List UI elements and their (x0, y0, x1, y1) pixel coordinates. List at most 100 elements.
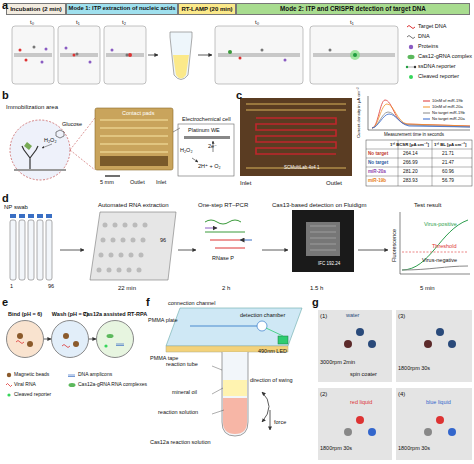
results-table-grid (366, 140, 472, 186)
annotation: 22 min (118, 285, 136, 291)
spin-chip-photos (448, 428, 456, 436)
chip-photo (240, 98, 352, 176)
annotation: Fluorescence (392, 229, 398, 262)
covid-workflow (402, 252, 468, 253)
swing-chip-schematic (190, 325, 260, 326)
itp-chip-schematic (310, 26, 398, 84)
spin-chip-photos (318, 310, 472, 460)
annotation: t₁ (76, 19, 80, 25)
itp-chip-schematic (14, 53, 144, 57)
itp-chip-schematic (73, 54, 76, 57)
annotation: 2H⁺ + O₂ (198, 164, 221, 170)
spin-chip-photos (344, 428, 432, 436)
legend-symbols (407, 67, 415, 68)
covid-workflow (113, 223, 118, 228)
itp-chip-schematic (128, 53, 132, 57)
swing-chip-schematic (266, 328, 283, 336)
covid-workflow (10, 210, 470, 280)
covid-workflow (123, 223, 128, 228)
covid-workflow (129, 253, 134, 258)
annotation: Outlet (326, 180, 342, 186)
panel-letter: d (2, 193, 9, 204)
annotation: t₀ (30, 19, 34, 25)
annotation: PMMA plate (148, 318, 178, 324)
itp-chip-schematic (89, 61, 92, 64)
chip-photo (246, 104, 346, 168)
stage-band: RT-LAMP (20 min) (178, 3, 236, 15)
legend-entry: Proteins (418, 44, 438, 50)
panel-letter: a (2, 0, 8, 11)
covid-workflow (97, 223, 148, 273)
covid-workflow (19, 220, 25, 280)
annotation: miR-19b (368, 179, 386, 184)
panel-letter: g (312, 297, 319, 308)
swing-chip-schematic (278, 336, 288, 344)
swing-chip-schematic (222, 352, 248, 436)
covid-workflow (205, 220, 245, 232)
annotation: Virus-positive (424, 222, 457, 228)
step-circle: Cas12a assisted RT-RPA (96, 320, 134, 358)
annotation: (3) (398, 313, 405, 319)
legend-entry: No target miR-20a (432, 117, 465, 121)
annotation: Platinum WE (188, 128, 220, 134)
itp-chip-schematic (173, 55, 189, 79)
itp-chip-schematic (111, 49, 114, 52)
legend-entry: Cleaved reporter (14, 392, 51, 397)
current-density-chart (368, 96, 470, 130)
spin-chip-photos (356, 416, 364, 424)
legend-symbols (409, 45, 413, 49)
glucose-sensor-schematic (100, 120, 168, 152)
covid-workflow (141, 238, 146, 243)
legend-symbols (406, 26, 416, 80)
annotation: 21.47 (442, 161, 454, 166)
covid-workflow (262, 250, 288, 251)
legend-entry: DNA amplicons (78, 372, 112, 377)
covid-workflow (310, 226, 336, 250)
annotation: H₂O₂ (44, 138, 57, 144)
covid-workflow (107, 268, 112, 273)
itp-chip-schematic (148, 55, 158, 56)
covid-workflow (139, 253, 144, 258)
itp-chip-schematic (41, 61, 44, 64)
itp-chip-schematic (198, 55, 212, 56)
legend-entry: Cleaved reporter (418, 74, 459, 80)
current-density-chart (372, 104, 470, 128)
annotation: red liquid (350, 400, 372, 406)
spin-chip-photos (344, 340, 432, 348)
stage-label: Mode 1: ITP extraction of nucleic acids (69, 6, 176, 12)
annotation: 264.14 (403, 152, 418, 157)
annotation: No target (368, 161, 388, 166)
annotation: No target (368, 152, 388, 157)
annotation: RNase P (212, 256, 234, 262)
annotation: 2e⁻ (208, 144, 217, 150)
annotation: Current density in µA cm⁻² (357, 87, 361, 138)
swing-chip-schematic (270, 410, 271, 430)
covid-workflow (178, 250, 196, 251)
swing-chip-schematic (166, 308, 302, 346)
step-circle: Bind (pH = 6) (6, 320, 44, 358)
legend-entry: Target DNA (418, 24, 446, 30)
panel-e-legend-symbols (7, 373, 11, 377)
glucose-sensor-schematic (10, 108, 234, 180)
itp-chip-schematic (329, 49, 332, 52)
itp-chip-schematic (239, 57, 242, 60)
spin-chip-photos (368, 340, 376, 348)
annotation: detection chamber (240, 313, 285, 319)
annotation: Immobilization area (6, 104, 58, 110)
annotation: Electrochemical cell (182, 117, 231, 123)
annotation: Threshold (432, 244, 456, 250)
stage-label: Incubation (2 min) (10, 6, 62, 12)
swing-chip-schematic (223, 398, 247, 434)
annotation: Outlet (130, 180, 145, 186)
annotation: t₂ (122, 19, 126, 25)
annotation: mineral oil (172, 390, 197, 396)
stage-band: Mode 1: ITP extraction of nucleic acids (66, 3, 178, 15)
current-density-chart (372, 100, 470, 128)
step-heading: Wash (pH = 7) (52, 312, 88, 318)
current-density-chart (372, 114, 470, 128)
panel-e-legend-symbols (6, 373, 76, 397)
panel-letter: f (146, 297, 150, 308)
itp-chip-schematic (76, 53, 79, 56)
glucose-sensor-schematic (10, 120, 70, 180)
